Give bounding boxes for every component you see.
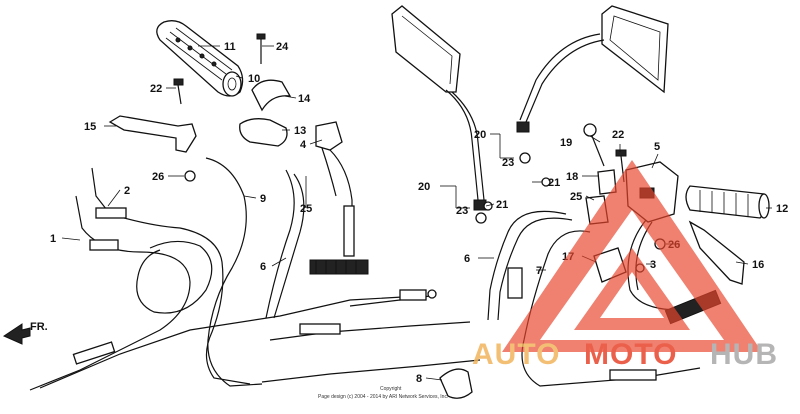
label-11: 11	[224, 41, 236, 53]
cable-6-right-b	[497, 217, 573, 321]
label-7: 7	[536, 265, 542, 277]
label-20-right: 20	[474, 129, 486, 141]
label-5: 5	[654, 141, 660, 153]
throttle-grip	[156, 20, 244, 97]
label-12: 12	[776, 203, 788, 215]
label-25-right: 25	[570, 191, 582, 203]
cable-6-right	[487, 210, 567, 321]
screw-22-left	[173, 78, 184, 105]
center-cable-sleeve	[299, 323, 341, 335]
label-10: 10	[248, 73, 260, 85]
center-cable-2	[261, 359, 481, 383]
watermark-triangle-icon	[502, 160, 762, 352]
lever-16	[688, 220, 745, 285]
label-9: 9	[260, 193, 266, 205]
label-3: 3	[650, 259, 656, 271]
copyright-line-1: Copyright	[380, 386, 402, 392]
cable-loop	[136, 240, 213, 314]
label-22-right: 22	[612, 129, 624, 141]
label-19: 19	[560, 137, 572, 149]
label-16: 16	[752, 259, 764, 271]
screw-24	[256, 33, 266, 64]
cable-7	[521, 230, 701, 387]
nut-21-left	[483, 201, 493, 211]
label-23-left: 23	[456, 205, 468, 217]
label-21-left: 21	[496, 199, 508, 211]
cable-9	[205, 157, 263, 387]
front-label: FR.	[30, 321, 48, 333]
label-6-left: 6	[260, 261, 266, 273]
cable-1	[29, 195, 191, 391]
front-arrow-icon	[2, 323, 31, 345]
watermark-inner-triangle	[574, 248, 690, 330]
label-6-right: 6	[464, 253, 470, 265]
lever-15	[108, 115, 197, 153]
label-24: 24	[276, 41, 289, 53]
watermark: AUTO MOTO HUB	[472, 160, 778, 371]
lower-cable-sleeve	[72, 341, 116, 365]
connector-bundle	[349, 289, 437, 307]
cable-2-adjuster	[95, 207, 127, 219]
cable-7-sleeve-lower	[609, 369, 657, 381]
copyright-line-2: Page design (c) 2004 - 2014 by ARI Netwo…	[318, 394, 448, 400]
label-8: 8	[416, 373, 422, 385]
switch-4	[309, 121, 369, 275]
cable-1-adjuster	[89, 239, 119, 251]
label-13: 13	[294, 125, 306, 137]
front-direction-indicator: FR.	[2, 321, 48, 345]
mirror-right	[516, 5, 669, 164]
watermark-moto: MOTO	[584, 338, 677, 371]
bolt-19	[583, 123, 605, 167]
grip-12	[685, 185, 770, 219]
throttle-housing-upper	[251, 79, 292, 112]
cable-7-sleeve	[507, 267, 523, 299]
watermark-hub: HUB	[710, 338, 778, 371]
cable-2	[91, 167, 251, 385]
label-15: 15	[84, 121, 96, 133]
cable-band-8	[439, 368, 473, 399]
watermark-auto: AUTO	[472, 338, 560, 371]
label-2: 2	[124, 185, 130, 197]
label-18: 18	[566, 171, 578, 183]
label-4: 4	[300, 139, 307, 151]
lower-cable	[39, 295, 421, 389]
part-labels: 11 24 10 22 14 15 13 4 26 9 2 1 6 25 20 …	[50, 41, 788, 385]
label-20-left: 20	[418, 181, 430, 193]
label-22-left: 22	[150, 83, 162, 95]
label-21-right: 21	[548, 177, 560, 189]
label-14: 14	[298, 93, 311, 105]
label-25-left: 25	[300, 203, 312, 215]
center-cable	[269, 321, 471, 341]
throttle-housing-lower	[239, 118, 288, 147]
cable-6-left-b	[273, 173, 305, 319]
label-23-right: 23	[502, 157, 514, 169]
nut-26-left	[184, 170, 196, 182]
label-26-left: 26	[152, 171, 164, 183]
label-1: 1	[50, 233, 56, 245]
cable-6-left	[265, 169, 295, 319]
mirror-left	[391, 5, 487, 224]
